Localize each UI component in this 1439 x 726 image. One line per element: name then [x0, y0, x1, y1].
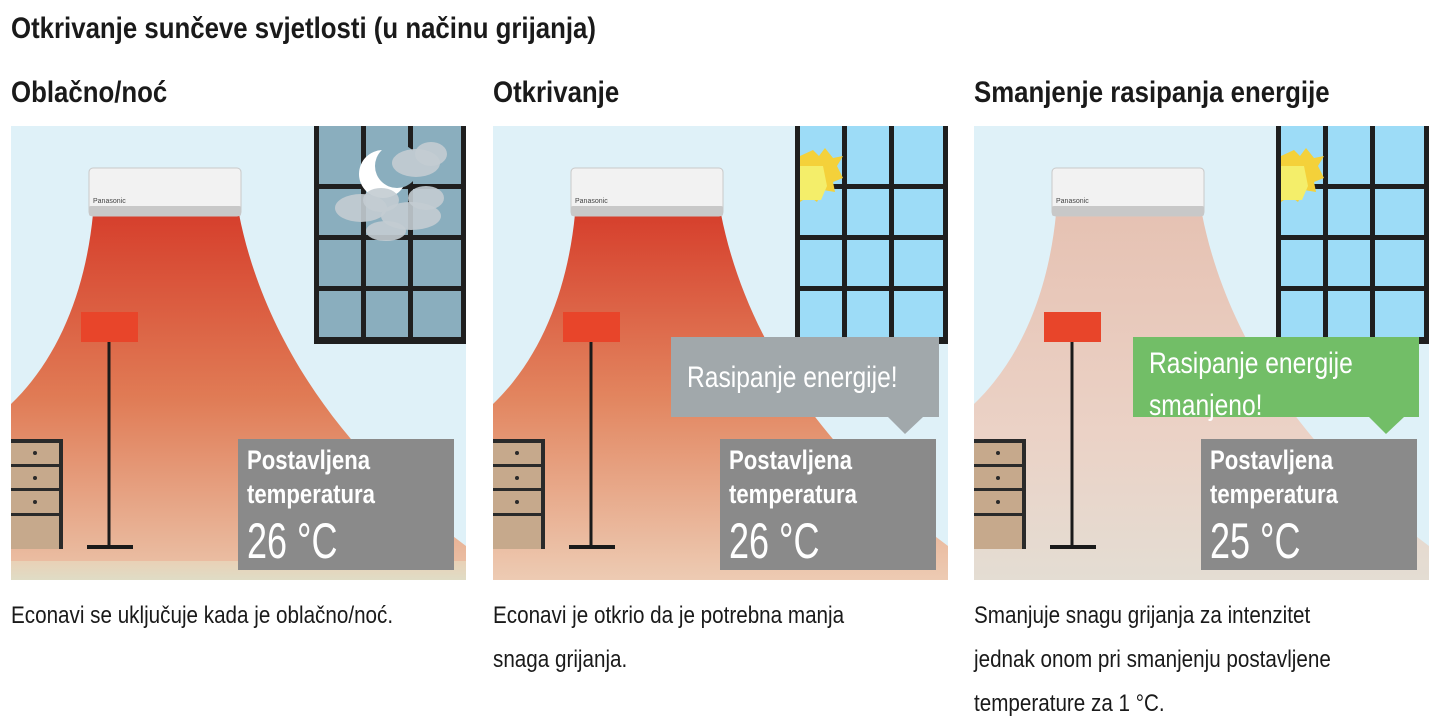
energy-waste-bubble: Rasipanje energije!: [671, 337, 939, 417]
svg-text:Panasonic: Panasonic: [575, 198, 608, 205]
svg-text:Panasonic: Panasonic: [93, 198, 126, 205]
panel-cloudy-night: Oblačno/noć: [11, 0, 466, 721]
air-conditioner: Panasonic: [1051, 167, 1205, 217]
temp-label-2: temperatura: [729, 479, 857, 509]
temp-label-2: temperatura: [1210, 479, 1338, 509]
floor-lamp: [1044, 312, 1101, 549]
dresser: [11, 439, 63, 549]
panel-detection: Otkrivanje: [493, 0, 948, 721]
temp-label-2: temperatura: [247, 479, 375, 509]
air-conditioner: Panasonic: [88, 167, 242, 217]
panel-description: Econavi se uključuje kada je oblačno/noć…: [11, 594, 458, 638]
bubble-text-line-2: smanjeno!: [1149, 389, 1263, 422]
floor-lamp: [563, 312, 620, 549]
temp-label: Postavljena: [247, 445, 371, 475]
temp-label: Postavljena: [729, 445, 853, 475]
desc-line: Econavi je otkrio da je potrebna manja: [493, 602, 845, 629]
day-window: [1276, 126, 1429, 344]
panel-title: Otkrivanje: [493, 76, 620, 109]
day-window: [795, 126, 948, 344]
desc-line: Smanjuje snagu grijanja za intenzitet: [974, 602, 1311, 629]
temp-value: 25 °C: [1210, 513, 1301, 569]
floor-lamp: [81, 312, 138, 549]
desc-line: Econavi se uključuje kada je oblačno/noć…: [11, 602, 394, 629]
desc-line: snaga grijanja.: [493, 646, 628, 673]
temp-value: 26 °C: [247, 513, 338, 569]
bubble-text-line-1: Rasipanje energije: [1149, 347, 1353, 380]
sun-icon: [800, 148, 843, 202]
air-conditioner: Panasonic: [570, 167, 724, 217]
sun-icon: [1281, 148, 1324, 202]
desc-line: jednak onom pri smanjenju postavljene: [974, 646, 1331, 673]
temp-label: Postavljena: [1210, 445, 1334, 475]
set-temperature-box: Postavljena temperatura 26 °C: [720, 439, 936, 570]
night-window: [314, 126, 466, 344]
panel-description: Econavi je otkrio da je potrebna manja s…: [493, 594, 940, 682]
panel-energy-reduction: Smanjenje rasipanja energije: [974, 0, 1429, 721]
temp-value: 26 °C: [729, 513, 820, 569]
dresser: [974, 439, 1026, 549]
panel-title: Oblačno/noć: [11, 76, 168, 109]
room-scene: Panasonic Rasipanje energ: [974, 126, 1429, 580]
panel-title: Smanjenje rasipanja energije: [974, 76, 1330, 109]
svg-text:Panasonic: Panasonic: [1056, 198, 1089, 205]
desc-line: temperature za 1 °C.: [974, 690, 1165, 717]
set-temperature-box: Postavljena temperatura 26 °C: [238, 439, 454, 570]
energy-reduced-bubble: Rasipanje energije smanjeno!: [1133, 337, 1419, 422]
room-scene: Panasonic Rasipanje energij: [493, 126, 948, 580]
set-temperature-box: Postavljena temperatura 25 °C: [1201, 439, 1417, 570]
dresser: [493, 439, 545, 549]
panel-description: Smanjuje snagu grijanja za intenzitet je…: [974, 594, 1421, 726]
bubble-text: Rasipanje energije!: [687, 361, 898, 394]
page-title: Otkrivanje sunčeve svjetlosti (u načinu …: [11, 12, 596, 45]
